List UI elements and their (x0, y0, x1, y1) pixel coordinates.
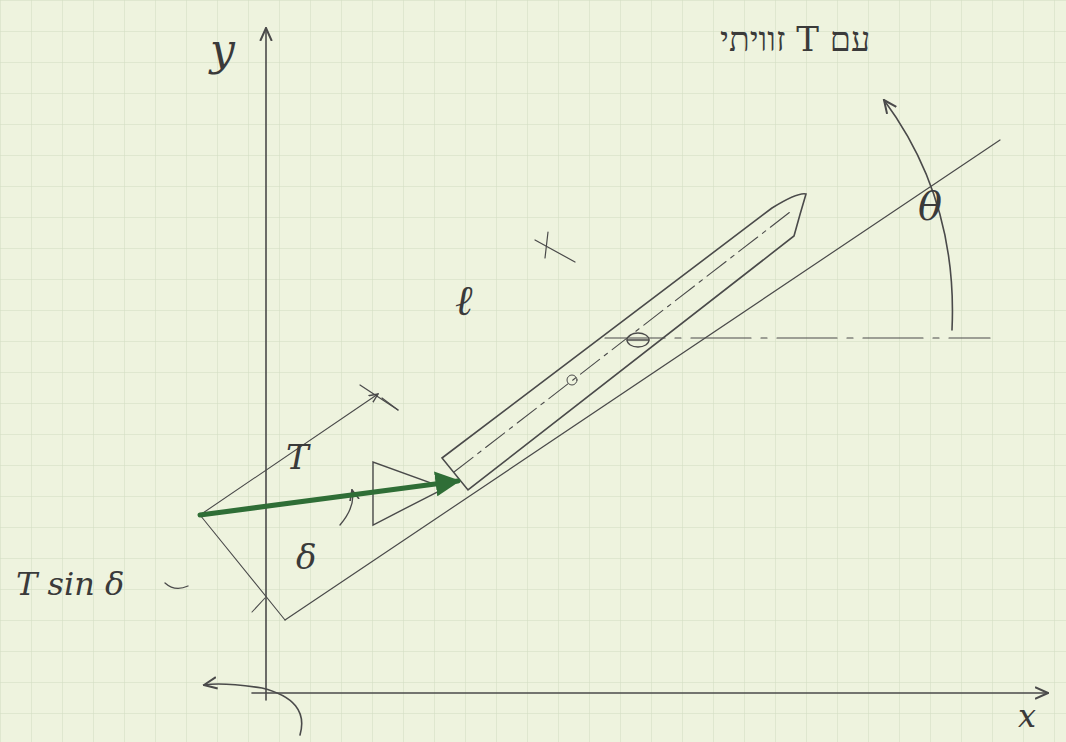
thrust-triangle (373, 462, 445, 525)
sketch-label: y (210, 28, 235, 72)
sketch-label: T (286, 440, 309, 474)
rotation-arrow (204, 684, 302, 735)
sketch-label: x (1018, 700, 1036, 732)
side-component (252, 598, 265, 612)
dimension-tick (360, 385, 398, 410)
dimension-tick (535, 240, 575, 262)
sketch-label: עם T זוויתי (720, 22, 870, 56)
dimension-tick (382, 398, 398, 410)
cg-symbol (627, 333, 649, 347)
horizontal-reference (605, 337, 990, 338)
leader (165, 583, 188, 588)
rocket-body (442, 194, 806, 490)
body-axis (285, 140, 1000, 620)
sketch-label: ℓ (455, 280, 473, 322)
sketch-label: θ (918, 186, 942, 226)
centre-line (454, 212, 790, 472)
side-component (200, 515, 285, 620)
cg-symbol (627, 339, 649, 340)
dimension-tick (545, 232, 548, 258)
x-axis (252, 692, 1048, 694)
y-axis (265, 28, 267, 700)
sketch-label: δ (296, 540, 316, 574)
theta-arc (884, 100, 952, 330)
cg-mark (567, 375, 577, 385)
thrust-vector (200, 481, 458, 515)
sketch-label: T sin δ (16, 568, 124, 600)
